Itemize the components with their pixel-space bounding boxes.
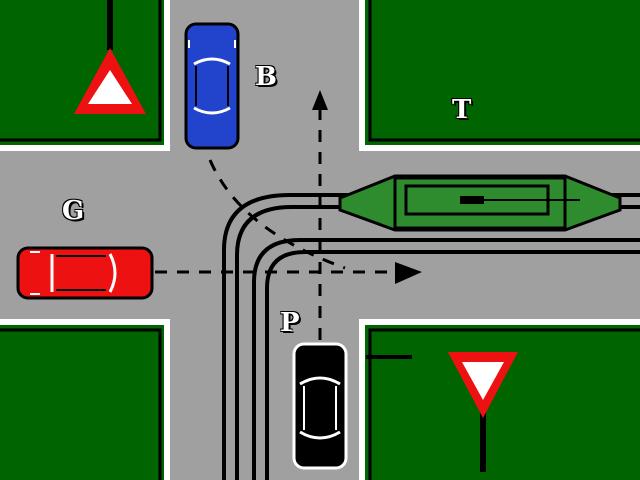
player-car bbox=[292, 342, 348, 470]
player-car-label: P bbox=[280, 308, 300, 338]
red-car-label: G bbox=[62, 196, 85, 226]
tram-tracks bbox=[222, 193, 640, 480]
blue-car bbox=[184, 22, 240, 150]
grass-top-right bbox=[359, 0, 640, 151]
tram-label: T bbox=[452, 95, 472, 125]
tram bbox=[338, 174, 622, 232]
grass-bottom-right bbox=[359, 319, 640, 480]
blue-car-label: B bbox=[255, 62, 277, 92]
grass-bottom-left bbox=[0, 319, 170, 480]
red-car bbox=[16, 246, 154, 300]
red-car-arrowhead-icon bbox=[395, 262, 422, 284]
yield-sign-upward-triangle-icon bbox=[74, 0, 146, 114]
grass-top-left bbox=[0, 0, 170, 151]
player-arrowhead-icon bbox=[312, 90, 328, 110]
yield-sign-downward-triangle-icon bbox=[448, 352, 518, 472]
path-arrows bbox=[155, 110, 395, 340]
